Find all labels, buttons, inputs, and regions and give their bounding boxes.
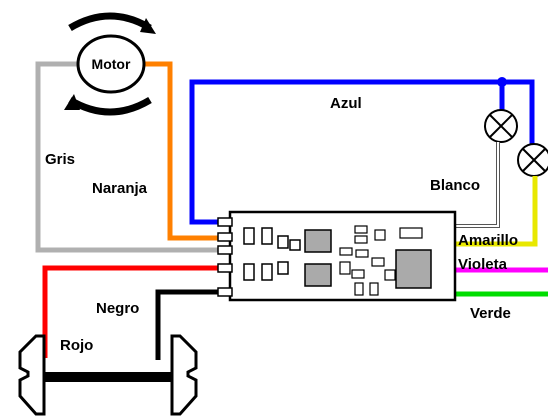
label-blanco: Blanco [430,177,480,194]
wire-rojo [42,265,225,358]
decoder-board [217,210,457,302]
wire-gris [35,61,225,253]
motor-label: Motor [92,56,131,72]
label-amarillo: Amarillo [458,232,518,249]
label-verde: Verde [470,305,511,322]
wire-negro [155,289,225,360]
wheelset [18,334,198,416]
lamp-2 [517,143,548,177]
label-gris: Gris [45,151,75,168]
wheel-left [18,334,46,416]
wire-naranja [140,61,225,241]
wire-azul [189,79,502,225]
motor-rotation-arrow-top [68,12,152,32]
label-azul: Azul [330,95,362,112]
label-negro: Negro [96,300,139,317]
wire-azul-junction [497,77,507,87]
motor-body [76,34,146,94]
wheel-right [170,334,198,416]
motor-arrowhead-bottom [64,94,80,110]
motor-arrowhead-top [140,18,156,34]
motor-rotation-arrow-bottom [68,96,152,116]
label-rojo: Rojo [60,337,93,354]
wire-amarillo [455,176,538,247]
label-violeta: Violeta [458,256,508,273]
wire-blanco-inner [455,142,499,227]
lamp-1 [484,109,518,143]
label-naranja: Naranja [92,180,148,197]
